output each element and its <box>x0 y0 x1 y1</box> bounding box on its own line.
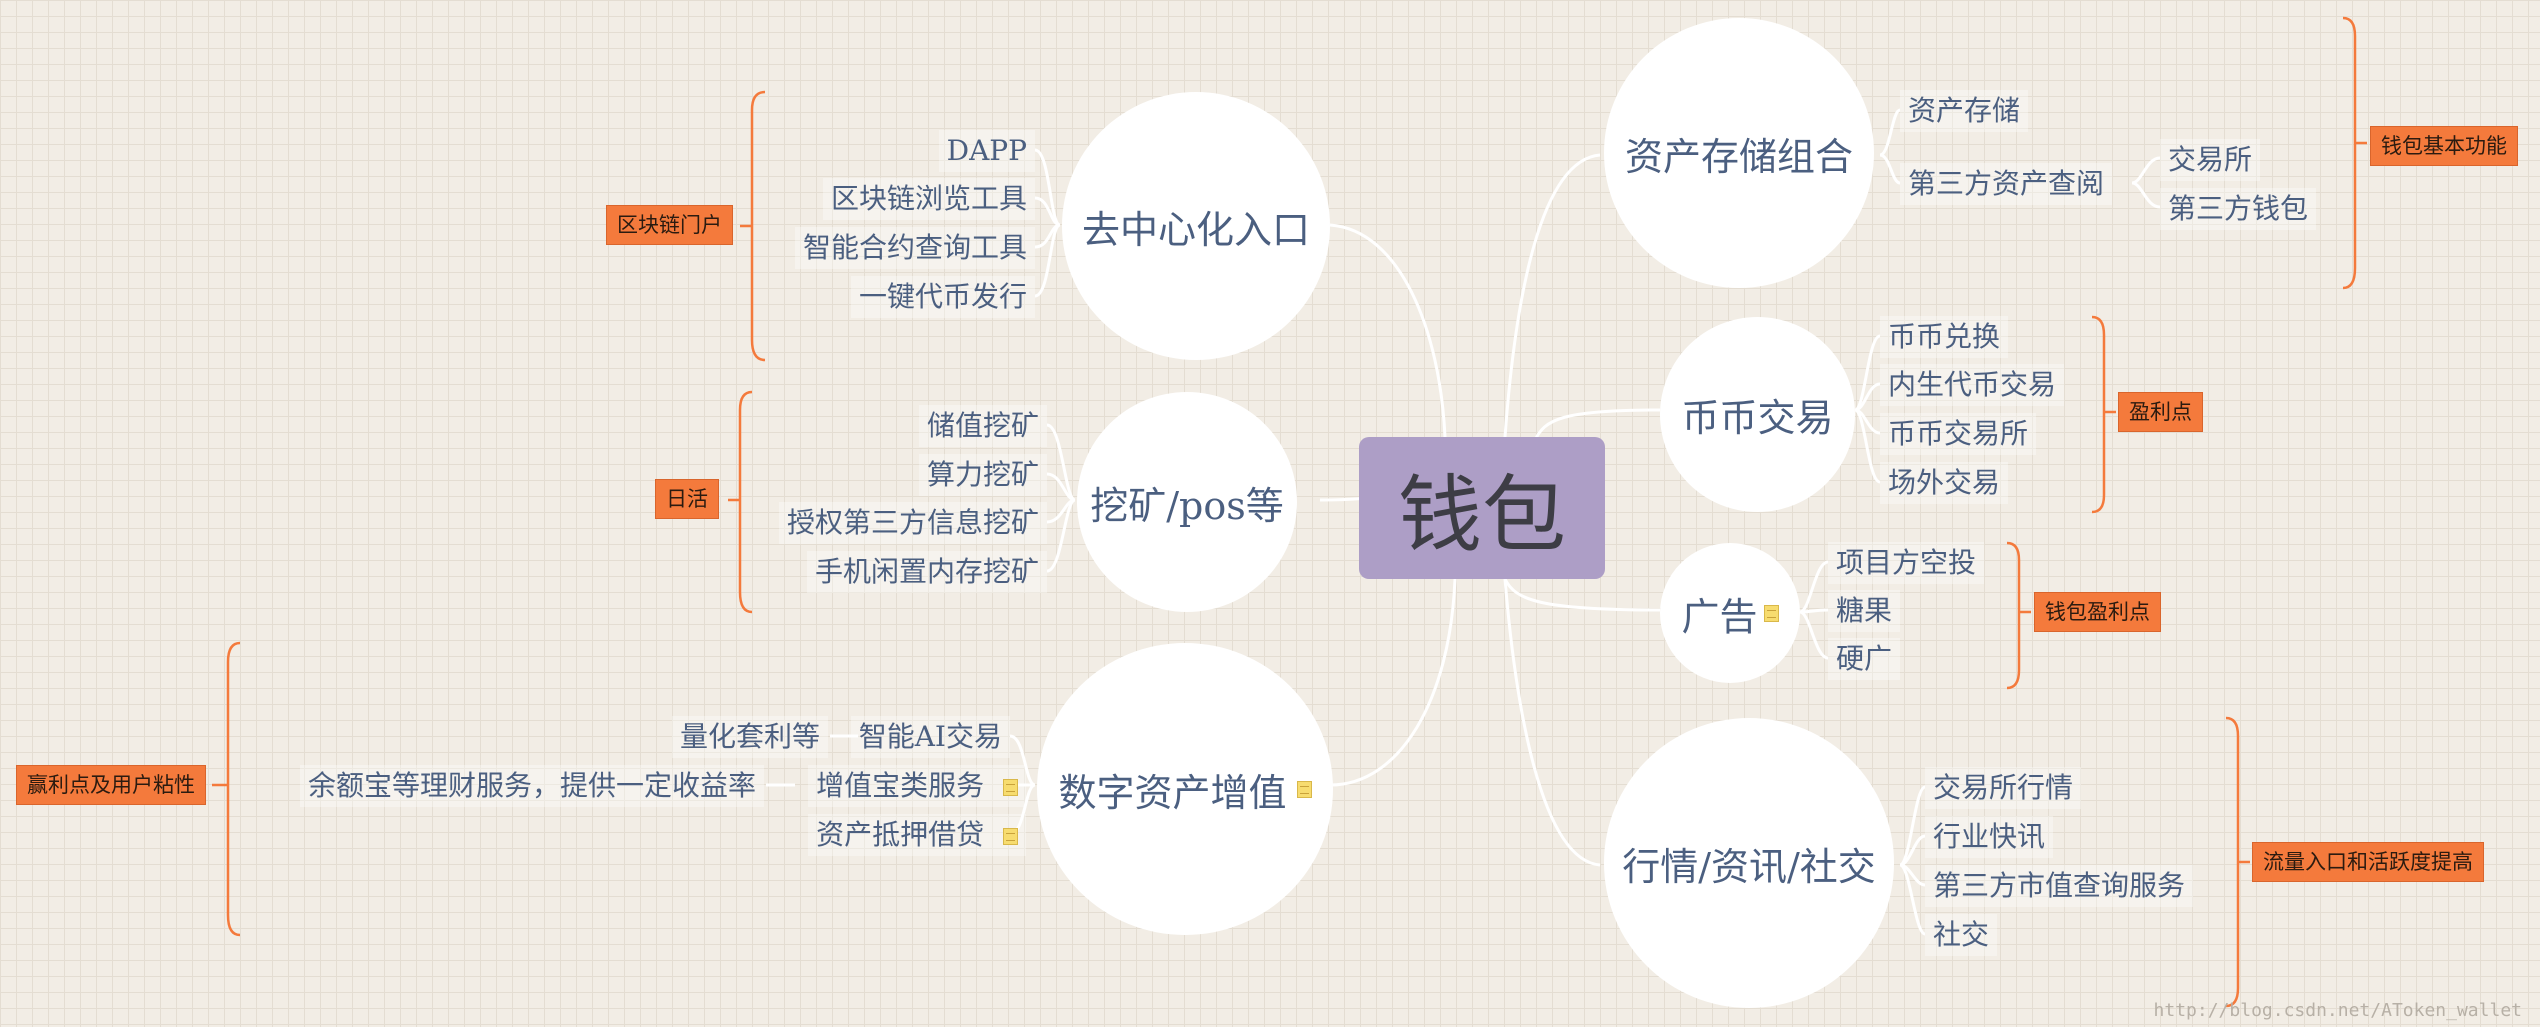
leaf-industry-news[interactable]: 行业快讯 <box>1925 816 2054 858</box>
label-wallet-profit: 钱包盈利点 <box>2034 592 2161 632</box>
node-decentral-title: 去中心化入口 <box>1081 207 1310 252</box>
leaf-token-issue[interactable]: 一键代币发行 <box>850 276 1035 318</box>
note-icon <box>1003 828 1018 845</box>
leaf-info-mining[interactable]: 授权第三方信息挖矿 <box>778 502 1047 544</box>
leaf-yield-service[interactable]: 增值宝类服务 <box>808 765 1026 807</box>
node-decentral[interactable]: 去中心化入口 <box>1062 92 1330 360</box>
leaf-coin-exchange[interactable]: 币币交易所 <box>1880 413 2037 455</box>
node-ads[interactable]: 广告 <box>1660 543 1800 683</box>
leaf-airdrop[interactable]: 项目方空投 <box>1828 542 1985 584</box>
leaf-wealth-service[interactable]: 余额宝等理财服务，提供一定收益率 <box>299 765 764 807</box>
label-traffic-activity: 流量入口和活跃度提高 <box>2252 842 2484 882</box>
leaf-quant-arb[interactable]: 量化套利等 <box>671 716 828 758</box>
leaf-dapp[interactable]: DAPP <box>938 130 1035 172</box>
node-digital[interactable]: 数字资产增值 <box>1037 643 1333 935</box>
label-profit-stickiness: 赢利点及用户粘性 <box>16 765 206 805</box>
note-icon <box>1003 779 1018 796</box>
node-trade[interactable]: 币币交易 <box>1660 317 1855 512</box>
leaf-otc-trade[interactable]: 场外交易 <box>1880 462 2009 504</box>
leaf-stake-mining[interactable]: 储值挖矿 <box>918 405 1047 447</box>
node-market[interactable]: 行情/资讯/社交 <box>1604 718 1894 1008</box>
leaf-asset-storage[interactable]: 资产存储 <box>1900 90 2029 132</box>
node-asset-title: 资产存储组合 <box>1624 134 1853 179</box>
leaf-social[interactable]: 社交 <box>1925 914 1998 956</box>
node-mining[interactable]: 挖矿/pos等 <box>1077 392 1297 612</box>
leaf-hard-ad[interactable]: 硬广 <box>1828 638 1901 680</box>
note-icon <box>1296 780 1312 798</box>
leaf-memory-mining[interactable]: 手机闲置内存挖矿 <box>806 551 1047 593</box>
node-ads-title: 广告 <box>1681 594 1758 639</box>
leaf-hash-mining[interactable]: 算力挖矿 <box>918 454 1047 496</box>
center-node[interactable]: 钱包 <box>1359 437 1605 579</box>
leaf-exchange[interactable]: 交易所 <box>2160 139 2261 181</box>
node-digital-title: 数字资产增值 <box>1058 770 1287 815</box>
leaf-explorer[interactable]: 区块链浏览工具 <box>822 178 1035 220</box>
leaf-candy[interactable]: 糖果 <box>1828 590 1901 632</box>
leaf-native-token-trade[interactable]: 内生代币交易 <box>1880 364 2065 406</box>
label-wallet-basics: 钱包基本功能 <box>2370 126 2518 166</box>
label-dau: 日活 <box>655 479 719 519</box>
leaf-market-cap-service[interactable]: 第三方市值查询服务 <box>1925 865 2194 907</box>
node-asset[interactable]: 资产存储组合 <box>1604 18 1874 288</box>
leaf-ai-trade[interactable]: 智能AI交易 <box>850 716 1010 758</box>
leaf-coin-swap[interactable]: 币币兑换 <box>1880 316 2009 358</box>
leaf-exchange-quotes[interactable]: 交易所行情 <box>1925 767 2082 809</box>
leaf-third-party-wallet[interactable]: 第三方钱包 <box>2160 188 2317 230</box>
watermark: http://blog.csdn.net/AToken_wallet <box>2153 1000 2522 1021</box>
node-mining-title: 挖矿/pos等 <box>1090 483 1284 528</box>
leaf-collateral-loan-label: 资产抵押借贷 <box>816 818 985 851</box>
leaf-yield-service-label: 增值宝类服务 <box>816 769 985 802</box>
node-trade-title: 币币交易 <box>1681 396 1834 440</box>
label-profit-point: 盈利点 <box>2118 392 2203 432</box>
note-icon <box>1763 604 1779 622</box>
leaf-collateral-loan[interactable]: 资产抵押借贷 <box>808 814 1026 856</box>
leaf-third-party-asset[interactable]: 第三方资产查阅 <box>1900 163 2113 205</box>
node-market-title: 行情/资讯/社交 <box>1622 844 1876 889</box>
leaf-contract-query[interactable]: 智能合约查询工具 <box>794 227 1035 269</box>
label-blockchain-portal: 区块链门户 <box>606 205 733 245</box>
